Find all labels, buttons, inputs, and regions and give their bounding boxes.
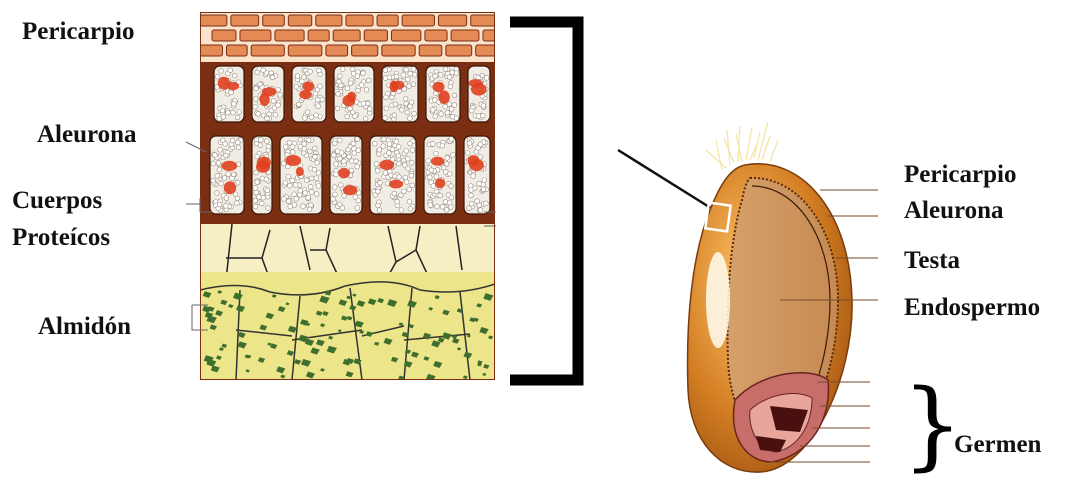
protein-body <box>379 160 394 170</box>
pericarp-cell <box>212 30 236 41</box>
protein-body <box>257 156 271 169</box>
protein-body <box>471 83 487 96</box>
pericarp-cell <box>231 15 259 26</box>
pericarp-cell <box>226 45 247 56</box>
aleurone-cell <box>252 66 284 122</box>
aleurone-cell <box>424 136 456 214</box>
protein-body <box>438 90 449 104</box>
pericarp-cell <box>326 45 348 56</box>
endosperm-layer <box>200 224 495 280</box>
pericarp-cell <box>425 30 447 41</box>
protein-body <box>221 161 237 171</box>
germ-brace: } <box>902 369 963 481</box>
protein-body <box>431 157 445 166</box>
protein-body <box>224 181 236 194</box>
pericarp-cell <box>251 45 284 56</box>
grain-brush-hairs <box>706 122 778 170</box>
aleurone-cell <box>334 66 374 122</box>
protein-body <box>432 82 444 92</box>
pericarp-cell <box>240 30 271 41</box>
aleurone-cell <box>292 66 326 122</box>
pericarp-cell <box>333 30 360 41</box>
protein-body <box>227 82 239 90</box>
aleurone-cell <box>252 136 272 214</box>
pericarp-cell <box>483 30 510 41</box>
pericarp-cell <box>288 15 311 26</box>
aleurone-cell <box>382 66 418 122</box>
aleurone-cell <box>426 66 460 122</box>
pericarp-cell <box>352 45 378 56</box>
aleurone-cell <box>464 136 490 214</box>
pericarp-cell <box>438 15 466 26</box>
pericarp-cells <box>200 15 510 56</box>
aleurone-cell <box>214 66 244 122</box>
protein-body <box>389 180 403 189</box>
pericarp-cell <box>391 30 420 41</box>
pericarp-cell <box>377 15 398 26</box>
pericarp-cell <box>364 30 387 41</box>
protein-body <box>299 90 312 99</box>
pericarp-cell <box>346 15 373 26</box>
pericarp-cell <box>382 45 415 56</box>
pericarp-cell <box>402 15 434 26</box>
label-aleurona-left: Aleurona <box>37 120 137 150</box>
aleurone-cell <box>210 136 244 214</box>
protein-body <box>296 167 304 176</box>
label-cuerpos: Cuerpos <box>12 186 102 216</box>
aleurone-cell <box>280 136 322 214</box>
pericarp-cell <box>419 45 442 56</box>
pericarp-cell <box>316 15 342 26</box>
pericarp-cell <box>308 30 329 41</box>
protein-body <box>338 168 350 178</box>
label-testa: Testa <box>904 246 960 276</box>
pericarp-cell <box>200 45 222 56</box>
label-aleurona-right: Aleurona <box>904 196 1004 226</box>
pericarp-cell <box>451 30 479 41</box>
label-pericarpio-right: Pericarpio <box>904 160 1016 190</box>
label-pericarpio-left: Pericarpio <box>22 17 134 47</box>
pericarp-cell <box>200 15 227 26</box>
aleurone-cells <box>210 66 490 214</box>
pericarp-cell <box>446 45 472 56</box>
label-germen: Germen <box>954 430 1041 460</box>
aleurone-cell <box>468 66 490 122</box>
protein-body <box>467 155 479 166</box>
pericarp-cell <box>275 30 304 41</box>
protein-body <box>262 87 277 96</box>
label-proteicos: Proteícos <box>12 223 110 253</box>
protein-body <box>303 81 315 91</box>
protein-body <box>347 92 356 103</box>
pericarp-cell <box>471 15 497 26</box>
pericarp-cell <box>288 45 322 56</box>
label-almidon: Almidón <box>38 312 131 342</box>
cross-section <box>200 12 510 381</box>
protein-body <box>343 185 357 195</box>
detail-pointer-line <box>618 150 714 210</box>
protein-body <box>285 155 301 166</box>
aleurone-cell <box>370 136 416 214</box>
grain <box>688 122 878 472</box>
protein-body <box>435 178 445 188</box>
pericarp-cell <box>476 45 504 56</box>
label-endospermo: Endospermo <box>904 293 1040 323</box>
layer-bracket <box>510 22 578 380</box>
protein-body <box>389 81 398 93</box>
aleurone-cell <box>330 136 362 214</box>
pericarp-cell <box>263 15 285 26</box>
